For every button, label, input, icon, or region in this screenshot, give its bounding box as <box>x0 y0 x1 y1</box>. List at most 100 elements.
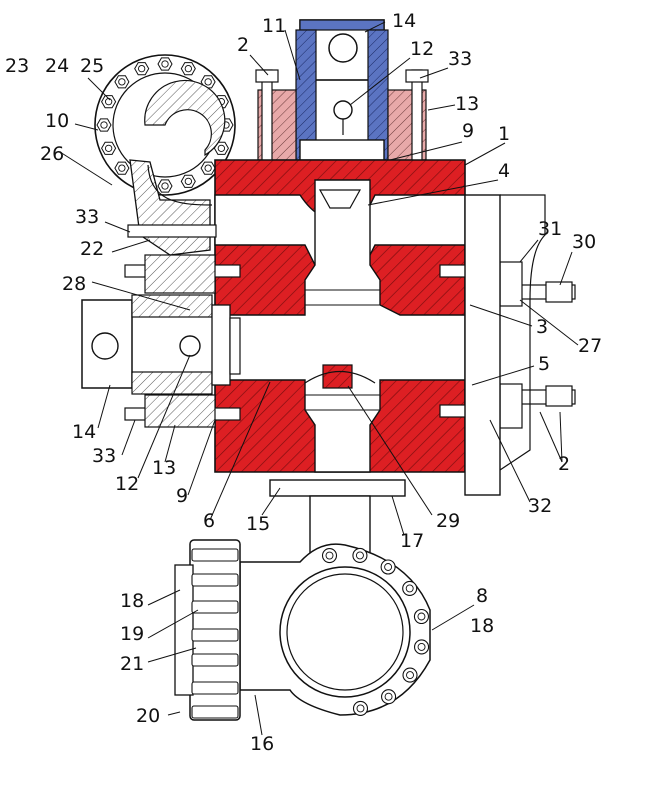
label-17: 17 <box>400 530 424 552</box>
flange-bolt-hole <box>118 164 126 172</box>
leader-line <box>539 411 563 463</box>
label-9-top: 9 <box>462 120 474 142</box>
leader-line <box>559 251 573 286</box>
leader-line <box>349 57 411 106</box>
pipe-bolt-hole <box>325 551 334 560</box>
flange-bolt-hole <box>138 64 146 73</box>
leader-line <box>519 299 579 346</box>
side-bolt <box>191 681 239 695</box>
side-bolt <box>191 600 239 614</box>
leader-line <box>261 487 281 516</box>
leader-line <box>249 54 269 76</box>
leader-line <box>147 589 181 606</box>
leader-lines <box>59 21 579 736</box>
right-studs <box>439 194 576 496</box>
side-flange-bolts <box>191 548 239 719</box>
side-bolt <box>191 705 239 719</box>
label-12-top: 12 <box>410 38 434 60</box>
leader-line <box>367 179 499 206</box>
side-bolt <box>191 628 239 642</box>
flange-bolt-hole <box>118 78 126 86</box>
label-26: 26 <box>40 143 64 165</box>
leader-line <box>464 142 506 166</box>
leader-line <box>389 141 463 161</box>
flange-bolt-hole <box>184 177 192 186</box>
flange-bolt-hole <box>100 121 108 129</box>
label-13-top: 13 <box>455 93 479 115</box>
label-9-bottom: 9 <box>176 485 188 507</box>
flange-bolt-hole <box>161 182 169 190</box>
label-23: 23 <box>5 55 29 77</box>
leader-line <box>284 29 301 81</box>
label-8: 8 <box>476 585 488 607</box>
leader-line <box>121 419 136 456</box>
valve-body <box>214 159 466 473</box>
leader-line <box>74 123 99 131</box>
leader-line <box>167 711 181 716</box>
leader-line <box>471 365 535 386</box>
label-33-bottom: 33 <box>92 445 116 467</box>
pipe-bolt-hole <box>384 563 393 571</box>
flange-bolt-hole <box>161 60 169 68</box>
leader-line <box>87 77 111 101</box>
flange-bolt-hole <box>217 144 226 152</box>
label-11: 11 <box>262 15 286 37</box>
leader-line <box>104 221 131 233</box>
label-15: 15 <box>246 513 270 535</box>
flange-bolt-ring <box>96 57 234 193</box>
label-12-bottom: 12 <box>115 473 139 495</box>
leader-line <box>137 354 191 479</box>
label-16: 16 <box>250 733 274 755</box>
leader-line <box>489 419 531 503</box>
leader-line <box>431 604 475 631</box>
leader-line <box>427 104 456 111</box>
label-14-left: 14 <box>72 421 96 443</box>
pipe-bolt-hole <box>417 612 426 621</box>
label-32: 32 <box>528 495 552 517</box>
label-24: 24 <box>45 55 69 77</box>
flange-bolt-hole <box>204 78 212 86</box>
side-bolt <box>191 653 239 667</box>
flange-bolt-hole <box>204 164 212 172</box>
leader-line <box>147 609 199 639</box>
label-18-left: 18 <box>120 590 144 612</box>
label-13-bottom: 13 <box>152 457 176 479</box>
pipe-bolt-hole <box>356 704 365 713</box>
pipe-bolt-hole <box>417 642 426 651</box>
leader-line <box>519 239 539 263</box>
label-30: 30 <box>572 231 596 253</box>
side-bolt <box>191 548 239 562</box>
label-3: 3 <box>536 316 548 338</box>
label-27: 27 <box>578 335 602 357</box>
label-6: 6 <box>203 510 215 532</box>
label-18-right: 18 <box>470 615 494 637</box>
label-14-top: 14 <box>392 10 416 32</box>
pipe-bolt-hole <box>405 584 414 593</box>
flange-bolt-hole <box>104 144 113 152</box>
leader-line <box>364 21 386 33</box>
label-33-top: 33 <box>448 48 472 70</box>
label-21: 21 <box>120 653 144 675</box>
label-2-right: 2 <box>558 453 570 475</box>
label-5: 5 <box>538 353 550 375</box>
label-29: 29 <box>436 510 460 532</box>
leader-line <box>469 304 533 327</box>
leader-line <box>97 384 111 429</box>
label-28: 28 <box>62 273 86 295</box>
pipe-bolt-hole <box>355 551 364 560</box>
label-25: 25 <box>80 55 104 77</box>
leader-line <box>187 419 216 496</box>
label-20: 20 <box>136 705 160 727</box>
pipe-bolt-hole <box>406 671 414 680</box>
leader-line <box>91 281 191 311</box>
leader-line <box>391 495 405 536</box>
leader-line <box>419 67 449 79</box>
bottom-pipe-assembly <box>174 479 431 721</box>
label-2-top: 2 <box>237 34 249 56</box>
flange-bolt-hole <box>184 64 192 73</box>
left-actuator <box>81 254 241 428</box>
label-19: 19 <box>120 623 144 645</box>
part-labels: 14 11 2 12 33 23 24 25 13 10 9 1 26 4 33… <box>5 10 602 755</box>
leader-line <box>209 381 271 521</box>
label-22: 22 <box>80 238 104 260</box>
